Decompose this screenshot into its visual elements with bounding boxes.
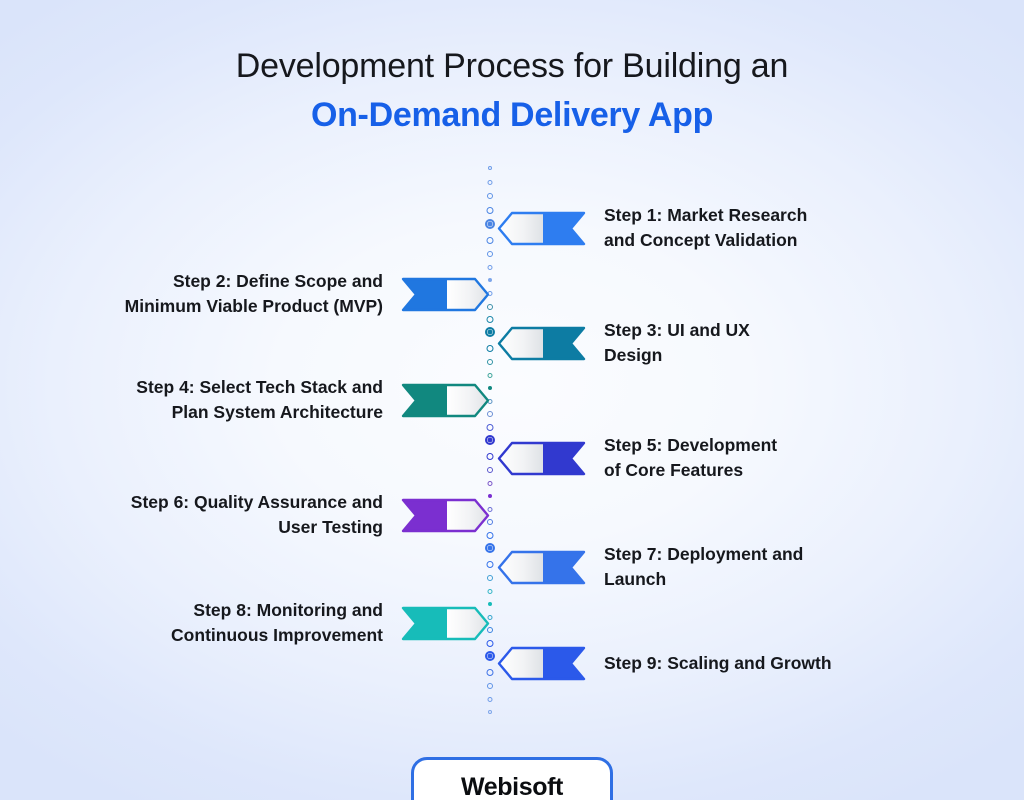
step-arrow-icon — [497, 211, 586, 246]
timeline-step-9[interactable]: Step 9: Scaling and Growth — [497, 646, 832, 681]
timeline-dot — [487, 506, 493, 512]
timeline-dot — [488, 710, 492, 714]
step-label: Step 5: Development of Core Features — [604, 435, 778, 481]
timeline-step-6[interactable]: Step 6: Quality Assurance and User Testi… — [130, 490, 490, 541]
step-label: Step 6: Quality Assurance and User Testi… — [130, 492, 383, 538]
brand-logo-box: Webisoft — [411, 757, 613, 800]
timeline-step-2[interactable]: Step 2: Define Scope and Minimum Viable … — [124, 269, 490, 320]
timeline-step-5[interactable]: Step 5: Development of Core Features — [497, 433, 778, 484]
timeline-step-7[interactable]: Step 7: Deployment and Launch — [497, 542, 804, 593]
timeline-dot — [487, 588, 493, 594]
timeline-dot — [487, 683, 493, 689]
timeline-dot — [487, 411, 493, 417]
timeline-step-3[interactable]: Step 3: UI and UX Design — [497, 318, 750, 369]
timeline-dot — [486, 531, 494, 539]
step-arrow-icon — [497, 441, 586, 476]
page-header: Development Process for Building an On-D… — [0, 44, 1024, 138]
step-label: Step 8: Monitoring and Continuous Improv… — [171, 600, 383, 646]
timeline-step-8[interactable]: Step 8: Monitoring and Continuous Improv… — [171, 598, 490, 649]
timeline-dot — [487, 614, 493, 620]
step-label: Step 3: UI and UX Design — [604, 320, 750, 366]
timeline-dot — [486, 315, 494, 323]
timeline-dot — [487, 627, 493, 633]
step-label: Step 4: Select Tech Stack and Plan Syste… — [136, 377, 383, 423]
timeline-dot — [488, 166, 492, 170]
step-arrow-icon — [401, 606, 490, 641]
timeline-dot — [487, 304, 493, 310]
step-arrow-icon — [497, 550, 586, 585]
timeline-dot — [487, 359, 493, 365]
timeline-dot — [488, 386, 492, 390]
step-label: Step 7: Deployment and Launch — [604, 544, 804, 590]
timeline-step-1[interactable]: Step 1: Market Research and Concept Vali… — [497, 203, 808, 254]
timeline-dot — [485, 543, 495, 553]
timeline-dot — [486, 236, 494, 244]
timeline-dot — [487, 519, 493, 525]
timeline-dot — [488, 494, 492, 498]
brand-logo-text: Webisoft — [461, 772, 563, 800]
step-arrow-icon — [497, 646, 586, 681]
timeline-spine — [481, 166, 499, 720]
timeline-dot — [486, 639, 494, 647]
timeline-dot — [486, 423, 494, 431]
timeline-dot — [487, 575, 493, 581]
timeline-dot — [486, 344, 494, 352]
step-label: Step 1: Market Research and Concept Vali… — [604, 205, 808, 251]
step-label: Step 9: Scaling and Growth — [604, 652, 832, 673]
timeline-dot — [488, 278, 492, 282]
timeline-dot — [486, 452, 494, 460]
step-arrow-icon — [401, 498, 490, 533]
timeline-dot — [487, 467, 493, 473]
timeline-dot — [486, 668, 494, 676]
timeline-dot — [485, 219, 495, 229]
timeline-dot — [485, 435, 495, 445]
page-title-accent: On-Demand Delivery App — [310, 95, 714, 134]
step-arrow-icon — [401, 383, 490, 418]
timeline-dot — [487, 193, 493, 199]
timeline-dot — [487, 179, 493, 185]
step-arrow-icon — [497, 326, 586, 361]
timeline-dot — [486, 560, 494, 568]
timeline-dot — [486, 206, 494, 214]
timeline-dot — [485, 327, 495, 337]
timeline-dot — [487, 480, 493, 486]
timeline-dot — [487, 264, 493, 270]
timeline-dot — [485, 651, 495, 661]
timeline-step-4[interactable]: Step 4: Select Tech Stack and Plan Syste… — [136, 375, 490, 426]
timeline-dot — [487, 372, 493, 378]
step-label: Step 2: Define Scope and Minimum Viable … — [124, 271, 383, 317]
timeline-dot — [487, 696, 493, 702]
page-title-primary: Development Process for Building an — [235, 47, 789, 85]
timeline-dot — [488, 602, 492, 606]
timeline-dot — [487, 251, 493, 257]
step-arrow-icon — [401, 277, 490, 312]
